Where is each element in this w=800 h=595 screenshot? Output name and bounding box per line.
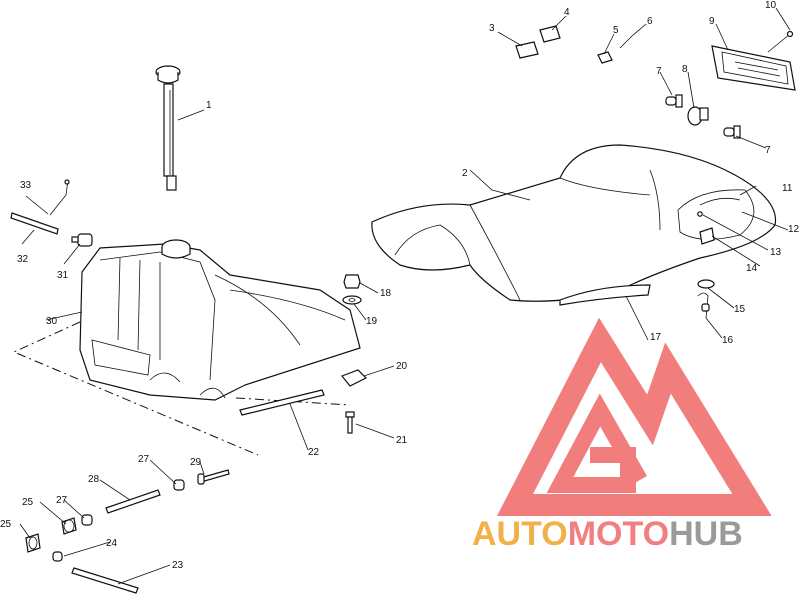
part-clip-5 xyxy=(597,51,613,64)
part-screw-10 xyxy=(767,30,794,53)
callout-7-upper: 7 xyxy=(656,66,662,77)
part-strip-22 xyxy=(239,389,325,416)
callout-13: 13 xyxy=(770,247,782,258)
callout-5: 5 xyxy=(613,25,619,36)
callout-25-upper: 25 xyxy=(22,497,34,508)
watermark-logo xyxy=(496,317,772,516)
brand-part-hub: HUB xyxy=(669,515,743,553)
callout-6: 6 xyxy=(647,16,653,27)
part-seat xyxy=(371,144,777,306)
part-fuel-gauge xyxy=(155,65,181,191)
part-clamp-33 xyxy=(49,179,70,216)
callout-3: 3 xyxy=(489,23,495,34)
callout-32: 32 xyxy=(17,254,29,265)
brand-part-auto: AUTO xyxy=(472,515,568,553)
part-bushing-25 xyxy=(25,533,41,553)
part-bolt-21 xyxy=(345,411,355,434)
callout-14: 14 xyxy=(746,263,758,274)
part-pin-29 xyxy=(197,469,230,485)
callout-9: 9 xyxy=(709,16,715,27)
part-nut-18 xyxy=(343,274,361,289)
part-fuel-tank xyxy=(79,239,361,401)
callout-30: 30 xyxy=(46,316,58,327)
part-bulb-8 xyxy=(687,106,709,126)
callout-18: 18 xyxy=(380,288,392,299)
part-plate-20 xyxy=(341,369,368,387)
part-spacer-24 xyxy=(52,551,63,562)
part-washer-15 xyxy=(697,279,715,289)
callout-labels: 1 2 3 4 5 6 7 8 9 10 7 11 12 13 14 15 16… xyxy=(0,0,800,571)
part-rod-28 xyxy=(105,489,161,514)
callout-12: 12 xyxy=(788,224,800,235)
part-washer-19 xyxy=(342,295,362,305)
part-screw-6 xyxy=(619,35,633,49)
callout-24: 24 xyxy=(106,538,118,549)
part-taillight-9 xyxy=(711,45,796,91)
part-seat-bracket xyxy=(677,189,755,245)
svg-text:AUTOMOTOHUB: AUTOMOTOHUB xyxy=(472,515,743,553)
callout-1: 1 xyxy=(206,100,212,111)
callout-20: 20 xyxy=(396,361,408,372)
callout-19: 19 xyxy=(366,316,378,327)
callout-27-upper: 27 xyxy=(138,454,150,465)
part-bulb-7-lower xyxy=(723,125,741,139)
part-cap-27-upper xyxy=(173,479,185,491)
mounting-line-left xyxy=(12,321,259,456)
callout-22: 22 xyxy=(308,447,320,458)
callout-8: 8 xyxy=(682,64,688,75)
leader-lines xyxy=(19,7,791,585)
callout-15: 15 xyxy=(734,304,746,315)
part-strap-32 xyxy=(10,212,59,235)
callout-17: 17 xyxy=(650,332,662,343)
part-bushing-26 xyxy=(61,517,77,535)
callout-16: 16 xyxy=(722,335,734,346)
callout-25-lower: 25 xyxy=(0,519,12,530)
callout-33: 33 xyxy=(20,180,32,191)
callout-7-lower: 7 xyxy=(765,145,771,156)
callout-28: 28 xyxy=(88,474,100,485)
part-bulb-7-upper xyxy=(665,94,683,108)
callout-4: 4 xyxy=(564,7,570,18)
callout-10: 10 xyxy=(765,0,777,11)
brand-part-moto: MOTO xyxy=(568,515,669,553)
part-rod-23 xyxy=(71,567,139,594)
callout-21: 21 xyxy=(396,435,408,446)
callout-2: 2 xyxy=(462,168,468,179)
part-clip-16 xyxy=(697,292,710,319)
callout-11: 11 xyxy=(782,183,793,194)
callout-23: 23 xyxy=(172,560,184,571)
part-cap-27-lower xyxy=(81,514,93,526)
part-plate-4 xyxy=(539,25,561,43)
part-grommet-31 xyxy=(71,233,93,247)
callout-27-lower: 27 xyxy=(56,495,68,506)
watermark-brand-text: AUTOMOTOHUB xyxy=(472,515,743,553)
callout-31: 31 xyxy=(57,270,69,281)
callout-29: 29 xyxy=(190,457,202,468)
